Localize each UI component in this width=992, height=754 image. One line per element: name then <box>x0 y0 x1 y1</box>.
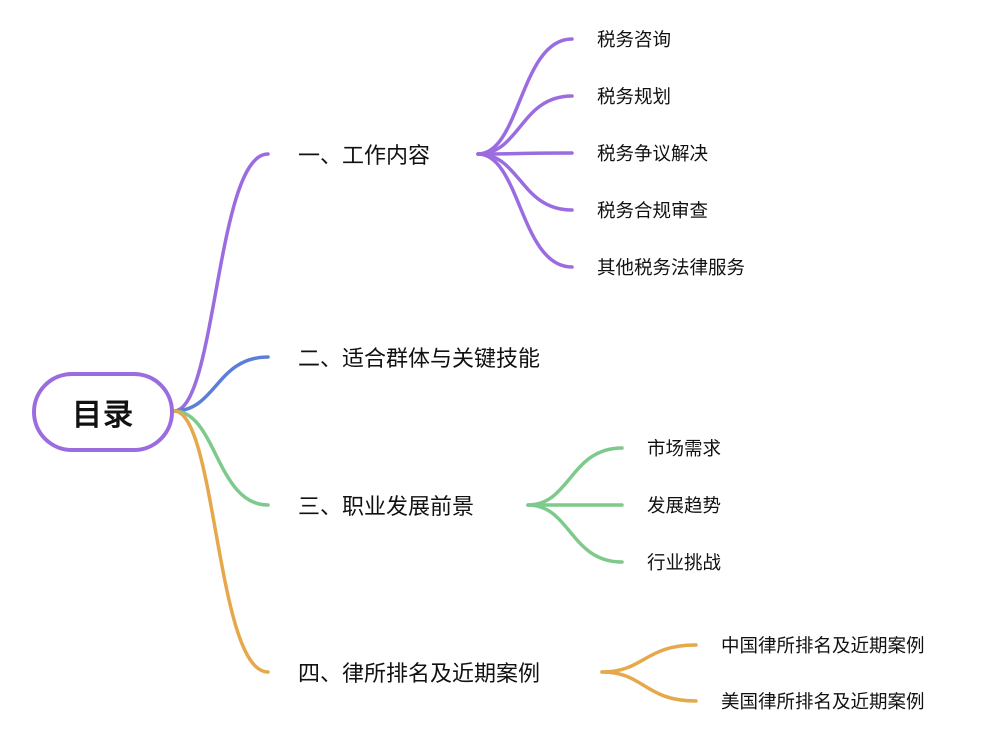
root-to-branch-connector-3 <box>172 409 270 507</box>
root-label: 目录 <box>72 398 134 433</box>
branch-1-leaf-connector-4 <box>476 152 574 212</box>
branch-4-leaf-connector-1 <box>600 643 698 674</box>
branch-3-leaf-connector-1 <box>526 446 624 507</box>
leaf-label-1-4[interactable]: 税务合规审查 <box>597 201 709 222</box>
branch-label-3[interactable]: 三、职业发展前景 <box>298 495 475 520</box>
leaf-label-1-2[interactable]: 税务规划 <box>597 87 672 108</box>
branch-3-leaf-connector-3 <box>526 503 624 564</box>
leaf-label-1-3[interactable]: 税务争议解决 <box>597 144 709 165</box>
branch-4-leaf-connector-2 <box>600 670 698 703</box>
leaf-label-1-1[interactable]: 税务咨询 <box>597 30 672 51</box>
leaf-label-4-2[interactable]: 美国律所排名及近期案例 <box>721 692 925 713</box>
leaf-label-3-1[interactable]: 市场需求 <box>647 439 722 460</box>
leaf-label-3-2[interactable]: 发展趋势 <box>647 496 722 517</box>
root-node[interactable]: 目录 <box>32 372 174 452</box>
leaf-label-1-5[interactable]: 其他税务法律服务 <box>597 258 746 279</box>
root-to-branch-connector-2 <box>172 355 270 413</box>
branch-label-1[interactable]: 一、工作内容 <box>298 144 431 169</box>
branch-1-leaf-connector-2 <box>476 94 574 156</box>
leaf-label-4-1[interactable]: 中国律所排名及近期案例 <box>721 636 925 657</box>
leaf-label-3-3[interactable]: 行业挑战 <box>647 553 722 574</box>
branch-1-leaf-connector-3 <box>476 151 574 156</box>
branch-label-2[interactable]: 二、适合群体与关键技能 <box>298 347 541 372</box>
root-to-branch-connector-1 <box>172 152 270 413</box>
branch-1-leaf-connector-1 <box>476 37 574 156</box>
branch-1-leaf-connector-5 <box>476 152 574 269</box>
branch-label-4[interactable]: 四、律所排名及近期案例 <box>298 662 541 687</box>
root-to-branch-connector-4 <box>172 409 270 674</box>
